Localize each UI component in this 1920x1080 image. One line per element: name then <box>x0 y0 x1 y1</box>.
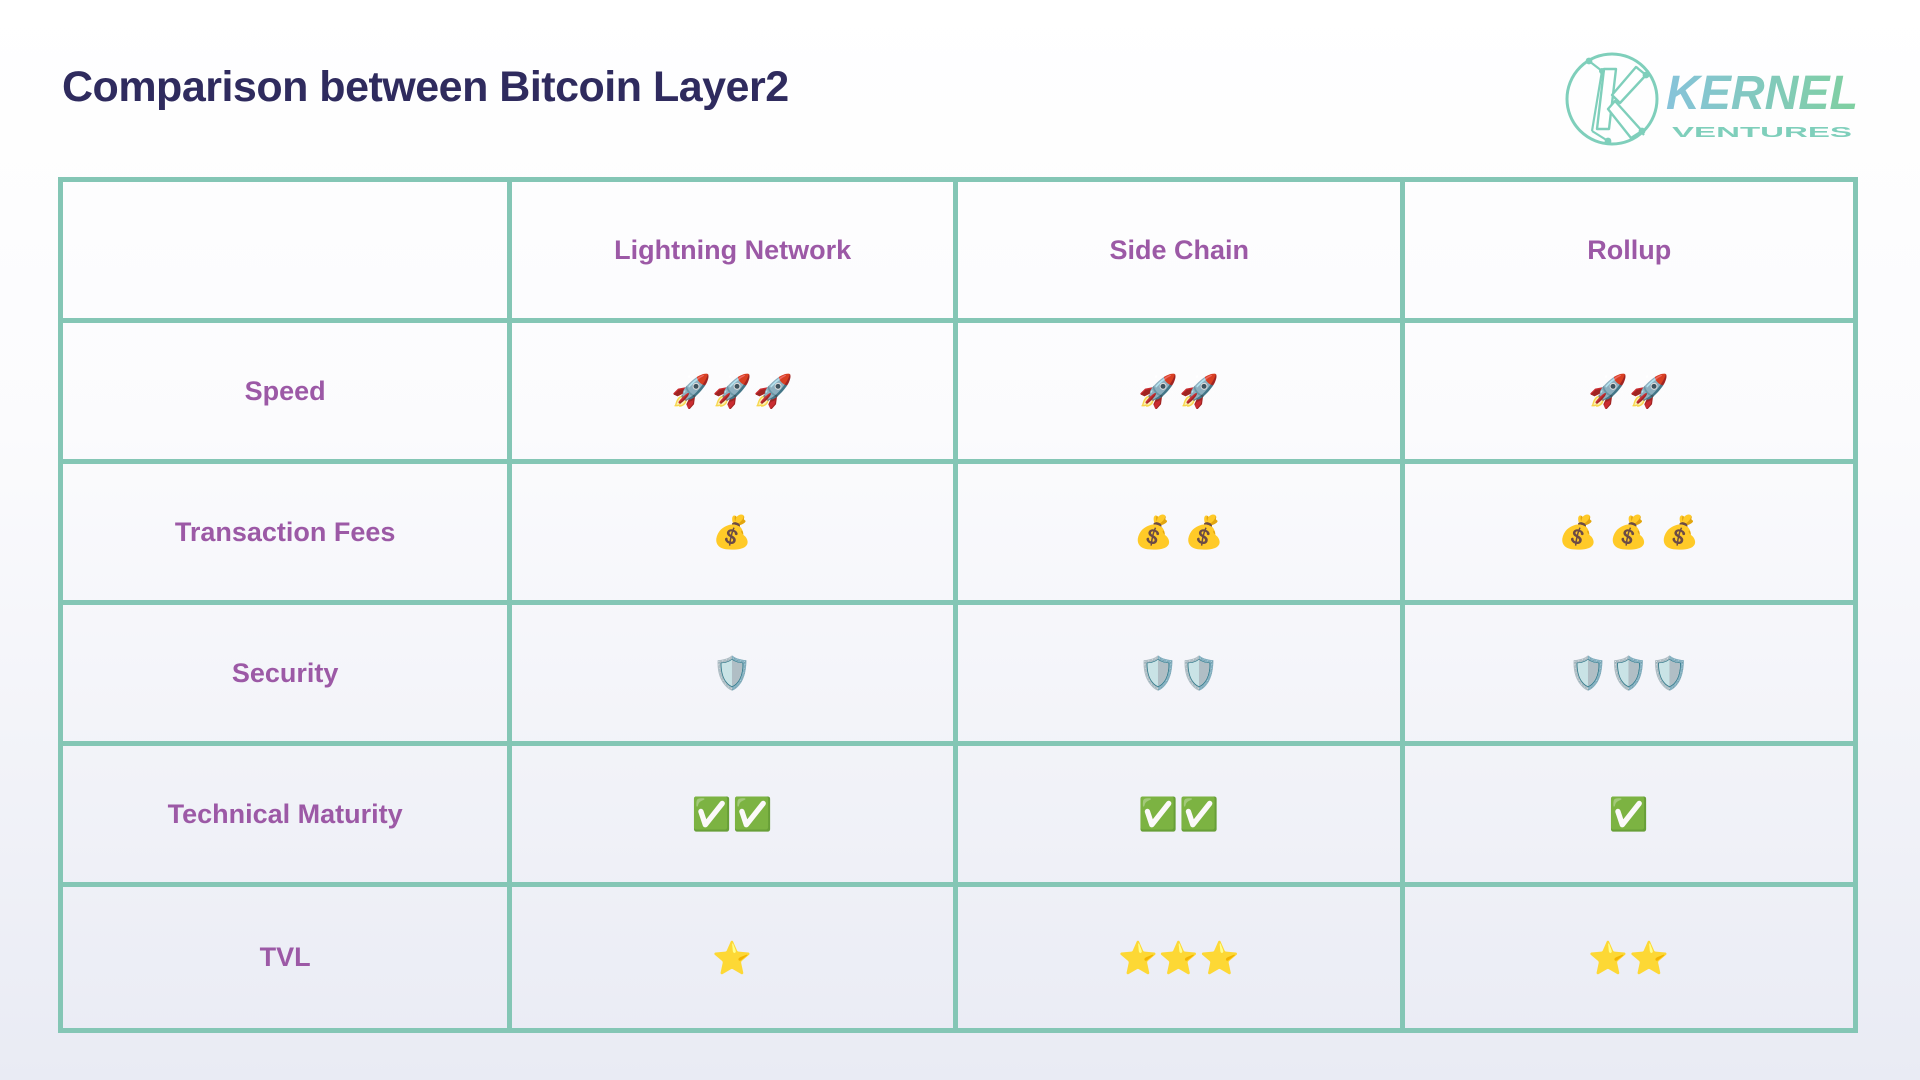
cell-tvl-lightning: ⭐ <box>512 887 958 1028</box>
logo-sub-text: VENTURES <box>1672 124 1852 141</box>
cell-maturity-sidechain: ✅✅ <box>957 746 1406 887</box>
cell-security-rollup: 🛡️🛡️🛡️ <box>1405 605 1853 746</box>
col-header-rollup: Rollup <box>1405 182 1853 323</box>
row-label-tvl: TVL <box>63 887 513 1028</box>
cell-fees-lightning: 💰 <box>512 464 958 605</box>
row-label-transaction-fees: Transaction Fees <box>63 464 513 605</box>
cell-speed-sidechain: 🚀🚀 <box>957 323 1406 464</box>
cell-maturity-lightning: ✅✅ <box>512 746 958 887</box>
cell-tvl-sidechain: ⭐⭐⭐ <box>958 887 1406 1028</box>
cell-tvl-rollup: ⭐⭐ <box>1588 939 1671 976</box>
row-label-speed: Speed <box>63 323 513 464</box>
page-title: Comparison between Bitcoin Layer2 <box>62 63 789 111</box>
col-header-lightning-network: Lightning Network <box>512 182 958 323</box>
cell-security-lightning: 🛡️ <box>512 605 958 746</box>
col-header-empty <box>63 182 513 323</box>
cell-speed-lightning: 🚀🚀🚀 <box>512 323 958 464</box>
row-label-technical-maturity: Technical Maturity <box>63 746 513 887</box>
cell-security-sidechain: 🛡️🛡️ <box>957 605 1406 746</box>
cell-maturity-rollup: ✅ <box>1405 746 1853 887</box>
cell-fees-sidechain: 💰 💰 <box>957 464 1406 605</box>
row-label-security: Security <box>63 605 513 746</box>
col-header-side-chain: Side Chain <box>957 182 1406 323</box>
kernel-logo-mark-icon: KERNEL VENTURES <box>1565 52 1858 146</box>
cell-speed-rollup: 🚀🚀 <box>1405 323 1853 464</box>
comparison-table: Lightning Network Side Chain Rollup Spee… <box>58 177 1858 1033</box>
cell-fees-rollup: 💰 💰 💰 <box>1405 464 1853 605</box>
logo-brand-text: KERNEL <box>1666 67 1858 120</box>
kernel-ventures-logo: KERNEL VENTURES <box>1562 45 1862 153</box>
